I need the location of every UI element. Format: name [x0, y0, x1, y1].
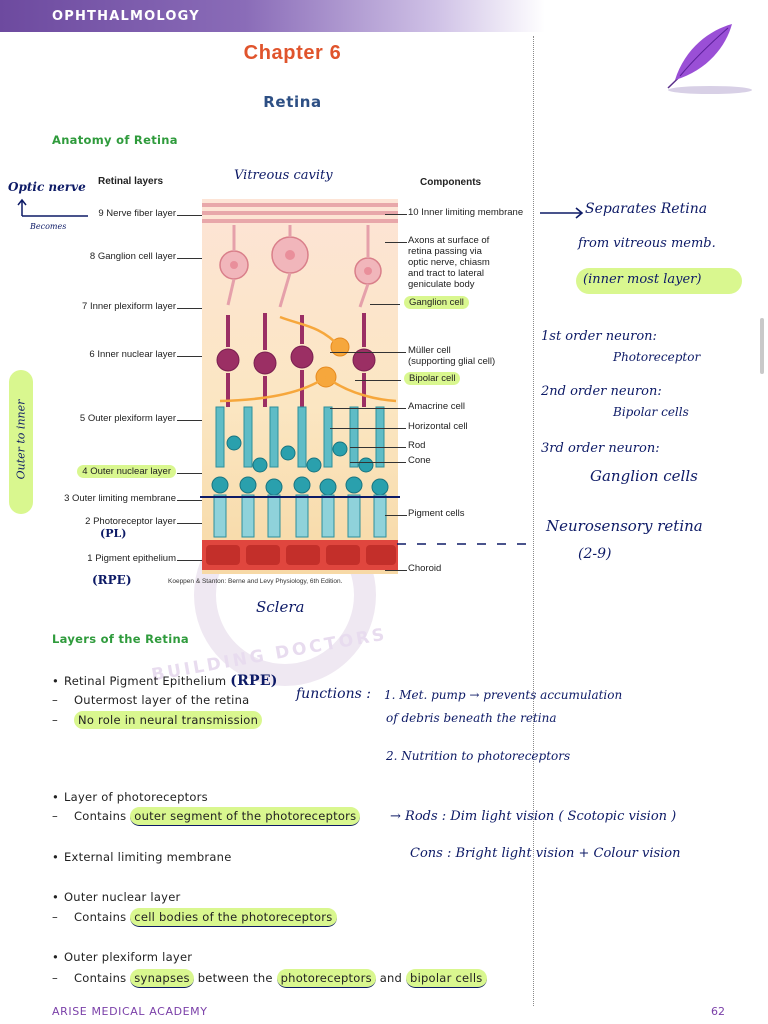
note-outer-to-inner: Outer to inner — [14, 399, 28, 480]
component-label-highlighted: Ganglion cell — [404, 296, 469, 309]
list-subitem: –Outermost layer of the retina — [52, 693, 250, 707]
header-bar — [0, 0, 545, 32]
component-label: Amacrine cell — [408, 401, 466, 412]
note-cons: Cons : Bright light vision + Colour visi… — [410, 846, 681, 861]
layer-label-highlighted: 4 Outer nuclear layer — [77, 465, 176, 478]
component-label: Pigment cells — [408, 508, 465, 519]
layer-label: 2 Photoreceptor layer — [85, 516, 176, 527]
component-label: optic nerve, chiasm — [408, 257, 490, 268]
page-number: 62 — [711, 1005, 725, 1018]
layer-label: 1 Pigment epithelium — [87, 553, 176, 564]
note-sclera: Sclera — [256, 598, 305, 616]
note-separates-1: Separates Retina — [585, 201, 708, 217]
layer-label: 8 Ganglion cell layer — [89, 251, 176, 262]
retina-diagram — [200, 199, 400, 574]
watermark — [194, 555, 376, 686]
component-label: and tract to lateral — [408, 268, 485, 279]
list-item-opl: •Outer plexiform layer — [52, 950, 193, 964]
list-item-onl: •Outer nuclear layer — [52, 890, 181, 904]
component-label: Axons at surface of — [408, 235, 490, 246]
note-first-order-1: 1st order neuron: — [541, 329, 657, 344]
component-label: (supporting glial cell) — [408, 356, 496, 367]
list-subitem: –Contains synapses between the photorece… — [52, 969, 487, 988]
dashed-line — [397, 543, 530, 545]
component-label: Cone — [408, 455, 431, 466]
list-item-rpe: •Retinal Pigment Epithelium (RPE) — [52, 673, 278, 689]
list-subitem: –Contains cell bodies of the photorecept… — [52, 908, 337, 927]
component-label: Choroid — [408, 563, 442, 574]
column-divider — [533, 36, 534, 1006]
outer-to-inner-highlight — [9, 370, 33, 514]
layer-label: 6 Inner nuclear layer — [89, 349, 176, 360]
note-pl: (PL) — [100, 527, 127, 540]
note-rpe: (RPE) — [92, 573, 132, 587]
note-neurosensory-2: (2-9) — [578, 546, 612, 562]
note-becomes: Becomes — [30, 222, 67, 231]
component-label: Müller cell — [408, 345, 451, 356]
note-function-1b: of debris beneath the retina — [386, 711, 557, 725]
layer-label: 9 Nerve fiber layer — [98, 208, 176, 219]
note-innermost: (inner most layer) — [583, 272, 702, 287]
arrow-right-icon — [540, 207, 584, 219]
section-title: Retina — [263, 93, 322, 111]
note-second-order-1: 2nd order neuron: — [541, 384, 662, 399]
list-subitem: –No role in neural transmission — [52, 711, 263, 729]
note-function-1a: 1. Met. pump → prevents accumulation — [384, 688, 623, 702]
header-title: OPHTHALMOLOGY — [52, 9, 200, 24]
component-label-highlighted: Bipolar cell — [404, 372, 461, 385]
note-neurosensory-1: Neurosensory retina — [546, 517, 703, 535]
note-third-order-1: 3rd order neuron: — [541, 441, 660, 456]
layers-heading: Layers of the Retina — [52, 632, 189, 646]
component-label: retina passing via — [408, 246, 482, 257]
chapter-title: Chapter 6 — [243, 42, 342, 64]
component-label: Horizontal cell — [408, 421, 468, 432]
note-function-2: 2. Nutrition to photoreceptors — [386, 749, 571, 763]
list-item-elm: •External limiting membrane — [52, 850, 232, 864]
note-third-order-2: Ganglion cells — [590, 467, 698, 485]
layer-label: 7 Inner plexiform layer — [82, 301, 176, 312]
scrollbar[interactable] — [760, 318, 764, 374]
layer-label: 5 Outer plexiform layer — [79, 413, 176, 424]
component-label: Rod — [408, 440, 426, 451]
component-label: 10 Inner limiting membrane — [408, 207, 524, 218]
note-vitreous: Vitreous cavity — [234, 168, 333, 183]
figure-credit: Koeppen & Stanton: Berne and Levy Physio… — [168, 578, 343, 585]
feather-quill-icon — [667, 24, 752, 94]
arrow-up-icon — [17, 198, 88, 217]
note-second-order-2: Bipolar cells — [613, 405, 689, 419]
component-label: geniculate body — [408, 279, 475, 290]
list-subitem: –Contains outer segment of the photorece… — [52, 807, 361, 826]
anatomy-heading: Anatomy of Retina — [52, 133, 178, 147]
footer-academy: ARISE MEDICAL ACADEMY — [52, 1005, 208, 1018]
note-separates-2: from vitreous memb. — [578, 236, 716, 251]
retinal-layers-heading: Retinal layers — [98, 176, 164, 187]
note-first-order-2: Photoreceptor — [613, 350, 701, 364]
note-rods: → Rods : Dim light vision ( Scotopic vis… — [390, 809, 677, 824]
list-item-photoreceptors: •Layer of photoreceptors — [52, 790, 208, 804]
note-functions-label: functions : — [296, 686, 371, 702]
layer-label: 3 Outer limiting membrane — [64, 493, 176, 504]
note-optic-nerve: Optic nerve — [8, 180, 86, 194]
innermost-highlight — [576, 268, 742, 294]
components-heading: Components — [420, 177, 482, 188]
